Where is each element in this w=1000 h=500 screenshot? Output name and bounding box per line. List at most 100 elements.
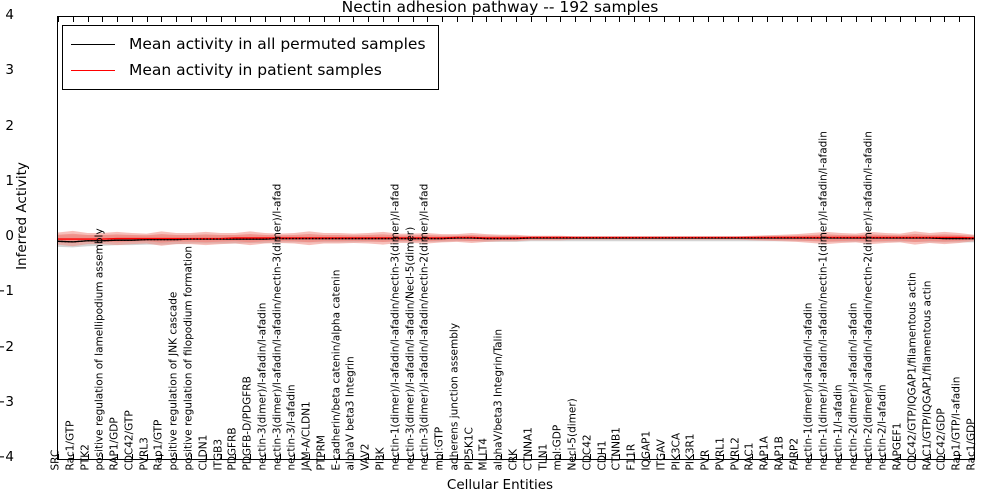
x-tick-mark <box>471 454 473 459</box>
x-tick-mark <box>959 17 961 22</box>
x-tick-label: FARP2 <box>788 437 801 470</box>
x-tick-mark <box>427 17 429 22</box>
x-tick-mark <box>486 454 488 459</box>
x-tick-mark <box>102 454 104 459</box>
x-tick-mark <box>323 17 325 22</box>
x-tick-mark <box>190 17 192 22</box>
x-tick-mark <box>575 17 577 22</box>
x-tick-label: CDC42/GTP <box>123 409 136 470</box>
x-tick-label: positive regulation of JNK cascade <box>167 291 180 470</box>
x-tick-label: nectin-1(dimer)/l-afadin/l-afadin/nectin… <box>389 183 402 470</box>
x-tick-label: nectin-3(dimer)/l-afadin/l-afadin/Necl-5… <box>404 226 417 470</box>
x-tick-mark <box>205 454 207 459</box>
legend-label-patient: Mean activity in patient samples <box>129 61 382 79</box>
x-tick-label: MLLT4 <box>477 437 490 470</box>
y-tick-label: −2 <box>0 338 14 355</box>
x-tick-label: Rap1/GTP/l-afadin <box>950 376 963 470</box>
x-tick-mark <box>648 17 650 22</box>
x-tick-label: PVRL3 <box>138 436 151 470</box>
x-tick-label: VAV2 <box>359 443 372 470</box>
x-tick-label: PVRL2 <box>729 436 742 470</box>
x-tick-mark <box>87 17 89 22</box>
x-tick-label: RAP1A <box>758 435 771 470</box>
x-tick-label: CDC42/GDP <box>935 407 948 470</box>
x-tick-label: nectin-2(dimer)/l-afadin/l-afadin/nectin… <box>862 130 875 470</box>
x-tick-mark <box>368 454 370 459</box>
x-tick-mark <box>708 17 710 22</box>
x-tick-mark <box>235 454 237 459</box>
x-tick-mark <box>560 17 562 22</box>
x-tick-mark <box>235 17 237 22</box>
x-tick-mark <box>383 454 385 459</box>
x-tick-mark <box>752 454 754 459</box>
plot-area <box>57 16 975 460</box>
x-tick-label: nectin-2/l-afadin <box>876 383 889 470</box>
x-tick-label: PTK2 <box>79 443 92 470</box>
x-tick-mark <box>663 17 665 22</box>
x-tick-mark <box>678 17 680 22</box>
x-tick-mark <box>516 17 517 22</box>
x-tick-label: PDGFRB <box>226 426 239 470</box>
x-tick-mark <box>146 17 148 22</box>
x-axis-label: Cellular Entities <box>446 477 554 493</box>
legend-item-permuted: Mean activity in all permuted samples <box>71 31 426 57</box>
x-tick-label: PIK3R1 <box>684 433 697 470</box>
x-tick-label: CDC42/GTP/IQGAP1/filamentous actin <box>906 271 919 470</box>
x-tick-mark <box>693 17 695 22</box>
y-tick-label: 0 <box>5 228 14 244</box>
x-tick-mark <box>58 17 59 22</box>
x-tick-mark <box>279 17 281 22</box>
x-tick-mark <box>678 454 680 459</box>
x-tick-mark <box>397 454 399 459</box>
x-tick-mark <box>117 454 119 459</box>
x-tick-label: Rac1/GDP <box>965 417 978 470</box>
x-tick-mark <box>841 17 843 22</box>
x-tick-label: PI3K <box>374 447 387 470</box>
x-tick-label: nectin-1/l-afadin <box>832 383 845 470</box>
x-tick-mark <box>72 454 74 459</box>
x-tick-mark <box>530 17 532 22</box>
x-tick-mark <box>841 454 843 459</box>
x-tick-label: positive regulation of lamellipodium ass… <box>93 227 106 470</box>
x-tick-mark <box>914 454 916 459</box>
x-tick-mark <box>929 17 931 22</box>
x-tick-mark <box>412 454 414 459</box>
x-tick-mark <box>693 454 695 459</box>
x-tick-mark <box>102 17 104 22</box>
y-tick-label: 4 <box>5 7 14 23</box>
x-tick-mark <box>250 454 252 459</box>
x-tick-mark <box>826 17 828 22</box>
x-tick-label: nectin-1(dimer)/l-afadin/l-afadin <box>802 302 815 470</box>
x-tick-mark <box>752 17 754 22</box>
x-tick-mark <box>161 17 163 22</box>
x-tick-label: RAC1 <box>743 442 756 470</box>
x-tick-label: positive regulation of filopodium format… <box>182 245 195 470</box>
x-tick-mark <box>456 454 458 459</box>
x-tick-mark <box>648 454 650 459</box>
x-tick-label: PDGFB-D/PDGFRB <box>241 375 254 470</box>
x-tick-mark <box>442 17 444 22</box>
x-tick-label: PVR <box>699 449 712 470</box>
x-tick-mark <box>516 454 517 459</box>
x-tick-mark <box>176 17 178 22</box>
x-tick-label: CDC42 <box>581 433 594 470</box>
x-tick-label: nectin-3(dimer)/l-afadin/l-afadin/nectin… <box>271 183 284 470</box>
x-tick-mark <box>486 17 488 22</box>
x-tick-mark <box>767 17 769 22</box>
x-tick-mark <box>722 454 724 459</box>
x-tick-label: CLDN1 <box>197 434 210 470</box>
x-tick-label: PIK3CA <box>670 432 683 470</box>
x-tick-mark <box>811 454 813 459</box>
x-tick-label: Rap1/GTP <box>152 419 165 470</box>
x-tick-mark <box>575 454 577 459</box>
x-tick-label: E-cadherin/beta catenin/alpha catenin <box>330 269 343 470</box>
x-tick-mark <box>205 17 207 22</box>
x-tick-mark <box>974 454 975 459</box>
x-tick-mark <box>530 454 532 459</box>
x-tick-mark <box>353 17 355 22</box>
x-tick-mark <box>589 17 591 22</box>
x-tick-mark <box>959 454 961 459</box>
series-line <box>58 237 974 243</box>
x-tick-mark <box>722 17 724 22</box>
x-tick-label: nectin-3(dimer)/l-afadin/l-afadin <box>256 302 269 470</box>
